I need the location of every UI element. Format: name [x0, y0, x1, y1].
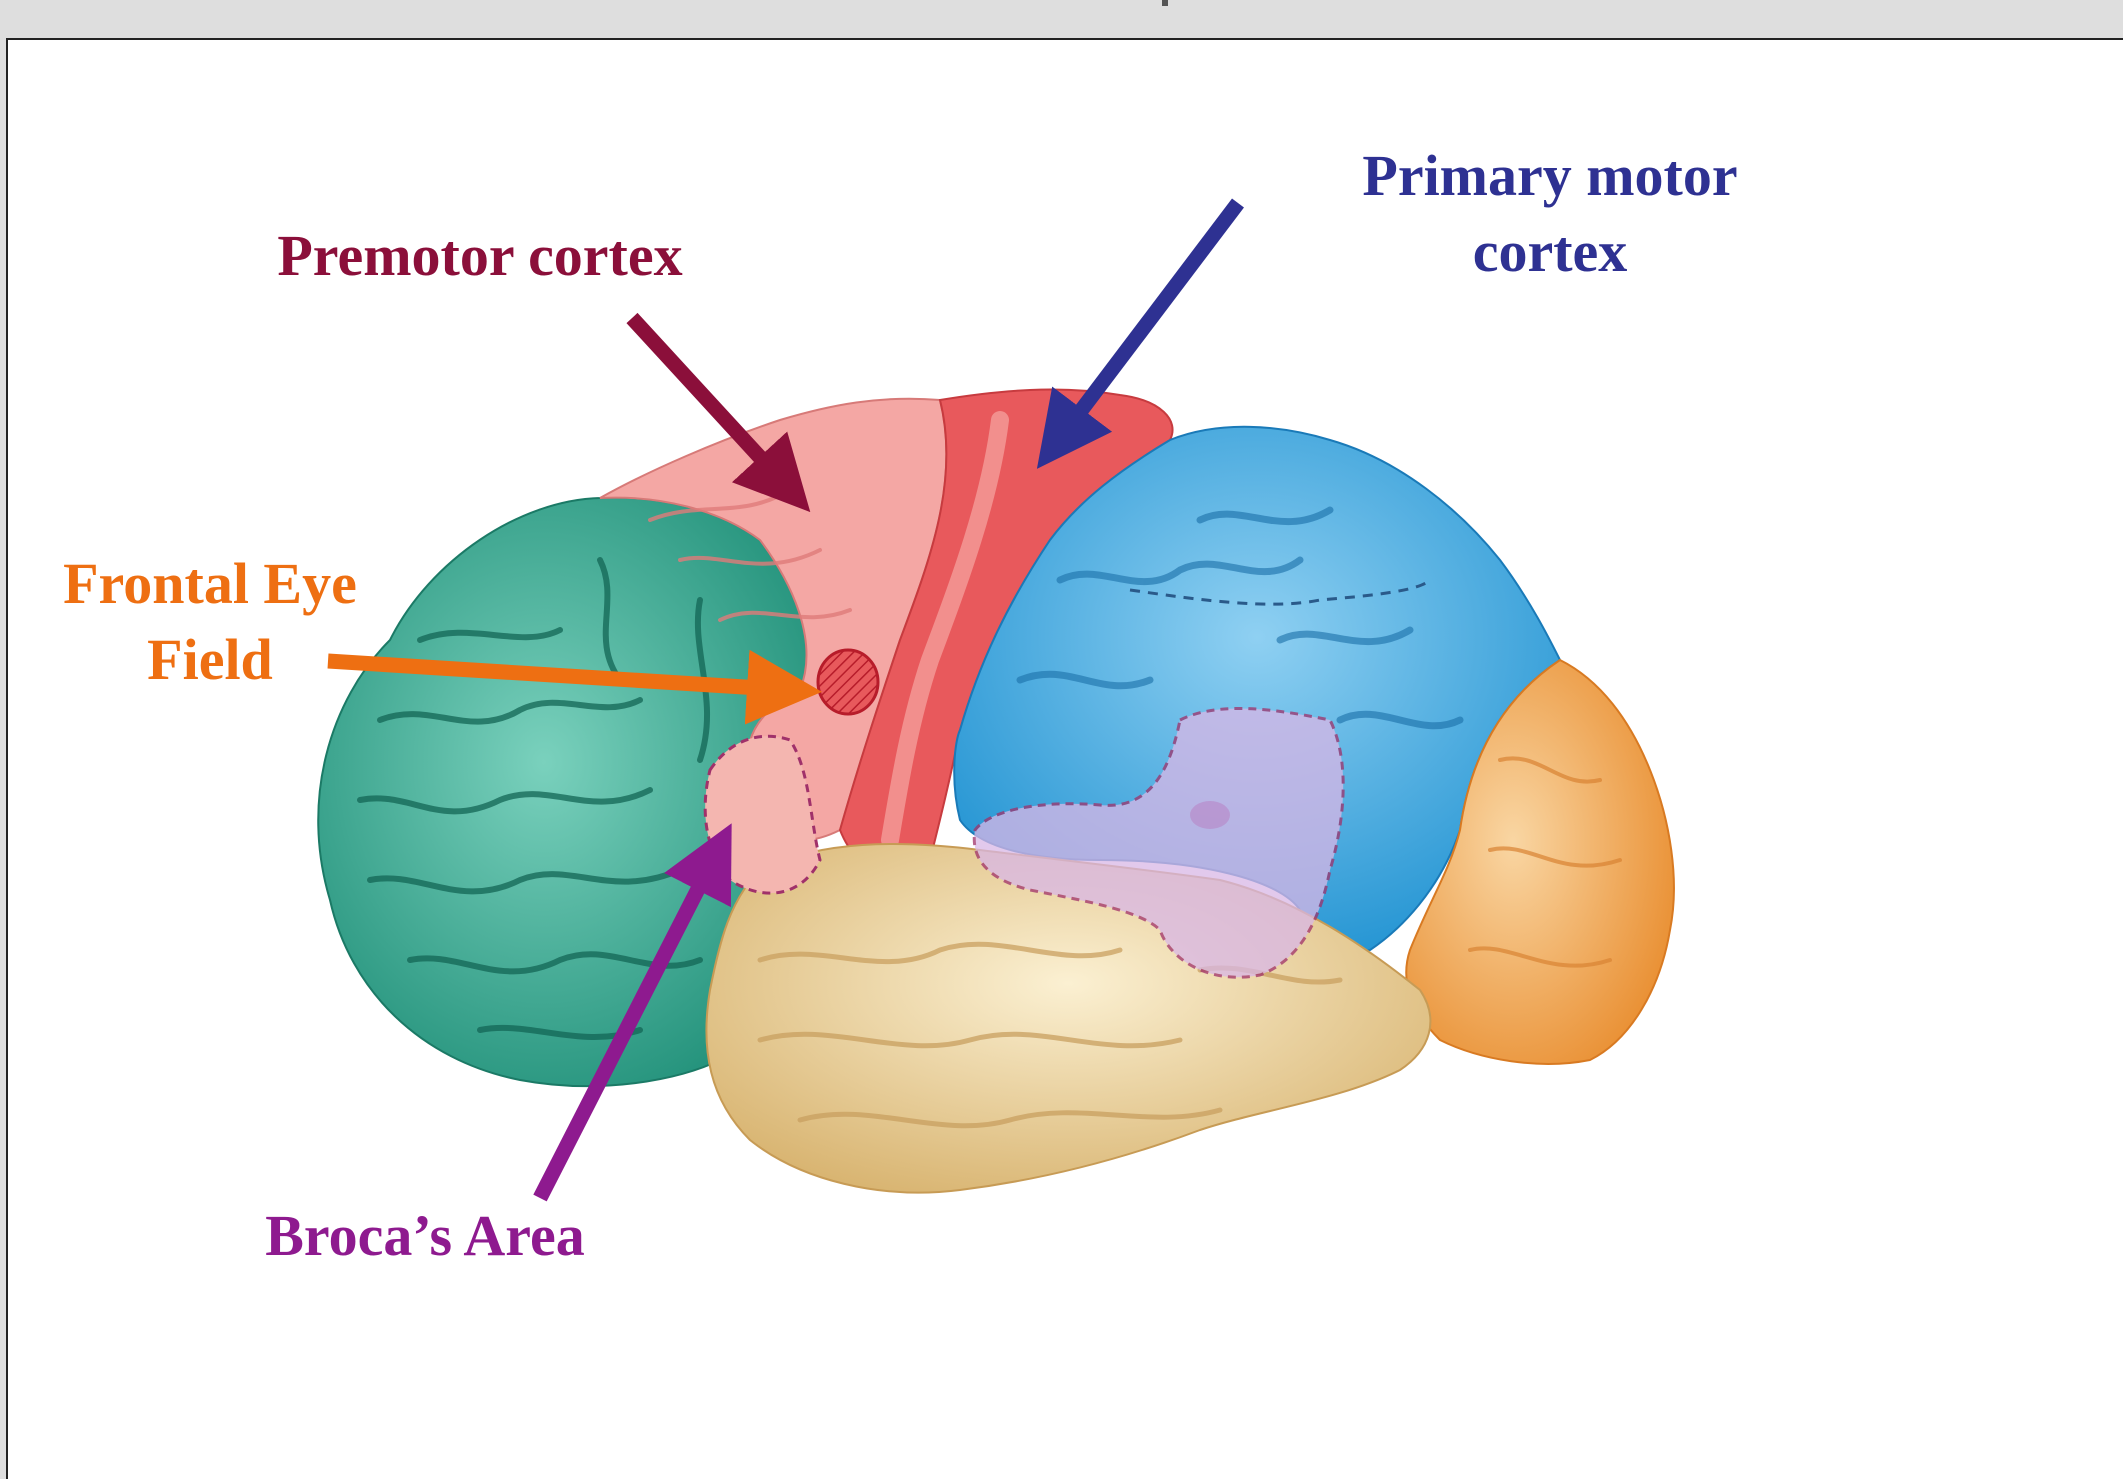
frontal-eye-field-text-line2: Field — [20, 622, 400, 698]
primary-motor-text-line2: cortex — [1300, 214, 1800, 290]
overlay-hole — [1190, 801, 1230, 829]
premotor-cortex-label: Premotor cortex — [225, 218, 735, 294]
brocas-area-text: Broca’s Area — [215, 1198, 635, 1274]
premotor-cortex-text: Premotor cortex — [225, 218, 735, 294]
frontal-eye-field-label: Frontal Eye Field — [20, 546, 400, 698]
brocas-area-label: Broca’s Area — [215, 1198, 635, 1274]
primary-motor-cortex-label: Primary motor cortex — [1300, 138, 1800, 290]
primary-motor-text-line1: Primary motor — [1300, 138, 1800, 214]
frontal-eye-field-patch — [818, 650, 878, 714]
frontal-eye-field-text-line1: Frontal Eye — [20, 546, 400, 622]
